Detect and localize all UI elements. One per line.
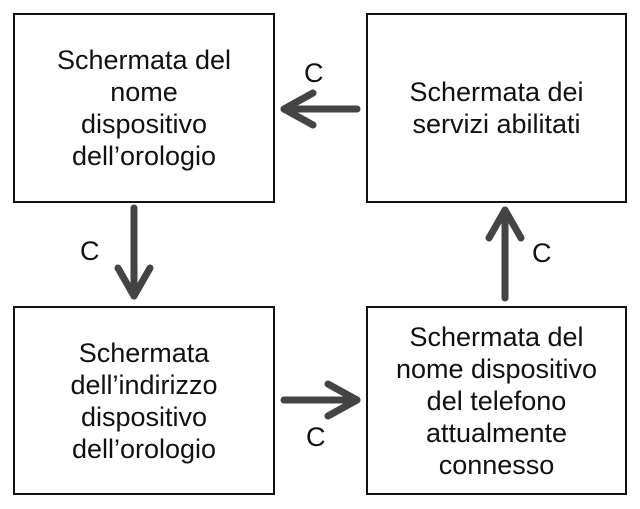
arrow-services-to-watch-name <box>280 89 361 129</box>
box-watch-device-address-screen: Schermata dell’indirizzo dispositivo del… <box>13 306 275 495</box>
arrow-label-phone-name-to-services: C <box>532 238 552 268</box>
box-enabled-services-screen: Schermata dei servizi abilitati <box>366 13 627 203</box>
arrow-label-watch-name-to-watch-address: C <box>80 236 100 266</box>
box-phone-device-name-screen: Schermata del nome dispositivo del telef… <box>366 306 627 495</box>
arrow-watch-address-to-phone-name <box>280 380 361 420</box>
arrow-watch-name-to-watch-address <box>114 204 154 300</box>
box-watch-device-name-screen: Schermata del nome dispositivo dell’orol… <box>13 13 275 203</box>
arrow-label-services-to-watch-name: C <box>304 58 324 88</box>
arrow-label-watch-address-to-phone-name: C <box>306 422 326 452</box>
arrow-phone-name-to-services <box>485 206 525 302</box>
